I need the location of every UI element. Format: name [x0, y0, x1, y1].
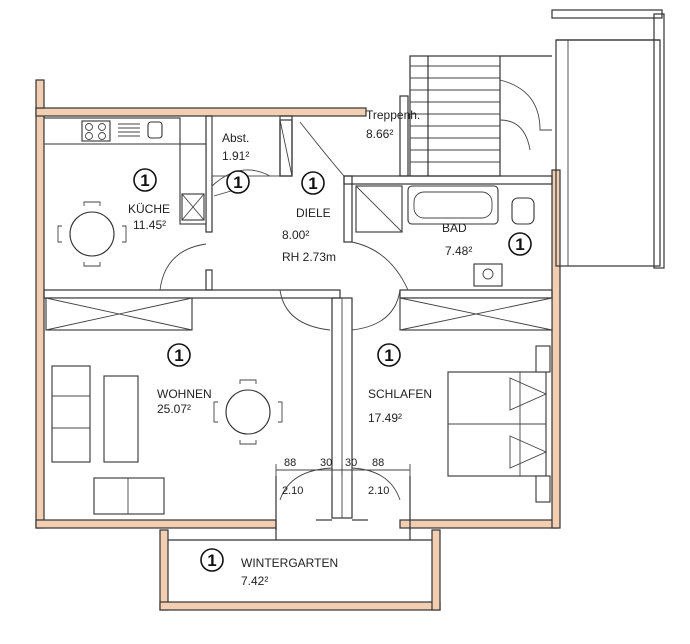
- room-name-wintergarten: WINTERGARTEN: [241, 556, 338, 570]
- svg-text:1: 1: [233, 173, 242, 192]
- svg-text:1: 1: [140, 171, 149, 190]
- room-name-diele: DIELE: [296, 206, 331, 220]
- room-marker-wohnen: 1: [167, 343, 191, 367]
- dim-right-width: 88: [372, 457, 384, 469]
- room-area-bad: 7.48²: [445, 244, 472, 258]
- room-marker-abst: 1: [226, 170, 250, 194]
- room-name-bad: BAD: [442, 221, 467, 235]
- svg-text:1: 1: [515, 235, 524, 254]
- room-area-schlafen: 17.49²: [368, 411, 402, 425]
- dim-mid-b: 30: [345, 457, 357, 469]
- room-area-treppenh: 8.66²: [366, 127, 393, 141]
- kitchen-furniture: [43, 117, 207, 267]
- room-height-diele: RH 2.73m: [282, 250, 336, 264]
- room-area-kueche: 11.45²: [133, 218, 166, 232]
- svg-text:1: 1: [174, 346, 183, 365]
- dim-mid-a: 30: [320, 457, 332, 469]
- dim-left-width: 88: [284, 457, 296, 469]
- room-name-abst: Abst.: [222, 131, 249, 145]
- staircase: [409, 55, 552, 177]
- room-area-diele: 8.00²: [282, 228, 309, 242]
- svg-text:1: 1: [308, 174, 317, 193]
- room-name-kueche: KÜCHE: [128, 202, 170, 216]
- bedroom-furniture: [399, 297, 553, 503]
- room-marker-diele: 1: [301, 171, 325, 195]
- bathroom-fixtures: [355, 185, 535, 287]
- wintergarden-outline: [168, 528, 432, 541]
- svg-text:1: 1: [384, 346, 393, 365]
- room-name-schlafen: SCHLAFEN: [368, 387, 432, 401]
- svg-text:1: 1: [207, 551, 216, 570]
- door-swings: [159, 121, 409, 501]
- room-area-abst: 1.91²: [222, 149, 249, 163]
- room-area-wintergarten: 7.42²: [241, 574, 268, 588]
- room-marker-schlafen: 1: [377, 343, 401, 367]
- dim-right-height: 2.10: [368, 485, 389, 497]
- dim-left-height: 2.10: [282, 485, 303, 497]
- room-name-wohnen: WOHNEN: [157, 387, 212, 401]
- living-furniture: [45, 297, 283, 515]
- room-area-wohnen: 25.07²: [157, 402, 191, 416]
- room-marker-kueche: 1: [133, 168, 157, 192]
- room-marker-wintergarten: 1: [200, 548, 224, 572]
- exterior-walls: [35, 79, 561, 611]
- interior-walls: [43, 9, 665, 519]
- dimension-lines: [275, 464, 411, 530]
- room-marker-bad: 1: [508, 232, 532, 256]
- room-name-treppenh: Treppenh.: [366, 108, 420, 122]
